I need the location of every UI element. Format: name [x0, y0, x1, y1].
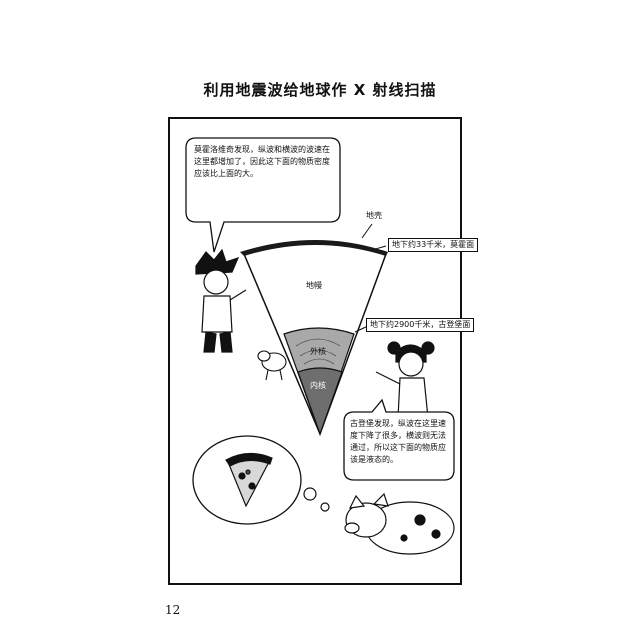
dog-character	[257, 350, 287, 381]
crust-label: 地壳	[366, 211, 382, 220]
comic-panel	[168, 117, 462, 585]
thought-bubble-dot-large	[303, 487, 317, 501]
pig-character	[344, 492, 455, 555]
thought-bubble-dot-small	[320, 502, 330, 512]
mantle-label: 地幔	[306, 281, 322, 290]
outer-core-label: 外核	[310, 347, 326, 356]
gutenberg-pointer	[354, 325, 369, 333]
girl-character	[375, 341, 435, 419]
crust-layer	[240, 240, 388, 256]
boy-character	[195, 248, 247, 353]
left-speech-bubble	[185, 137, 341, 253]
outer-core-swirls	[295, 338, 341, 365]
page-number: 12	[165, 603, 181, 617]
right-speech-bubble	[343, 398, 455, 481]
moho-depth-tag: 地下约33千米，莫霍面	[388, 238, 479, 252]
inner-core-label: 内核	[310, 381, 326, 390]
crust-pointer	[361, 223, 373, 239]
page-title: 利用地震波给地球作 X 射线扫描	[203, 81, 437, 99]
bubble-text-moho: 莫霍洛维奇发现，纵波和横波的波速在这里都增加了，因此这下面的物质密度应该比上面的…	[194, 145, 330, 178]
moho-pointer	[371, 245, 387, 251]
inner-core-layer	[297, 367, 343, 436]
pizza-slice-drawing	[225, 452, 273, 508]
gutenberg-depth-tag: 地下约2900千米，古登堡面	[366, 318, 475, 332]
bubble-text-gutenberg: 古登堡发现，纵波在这里速度下降了很多，横波则无法通过，所以这下面的物质应该是液态…	[350, 419, 446, 464]
